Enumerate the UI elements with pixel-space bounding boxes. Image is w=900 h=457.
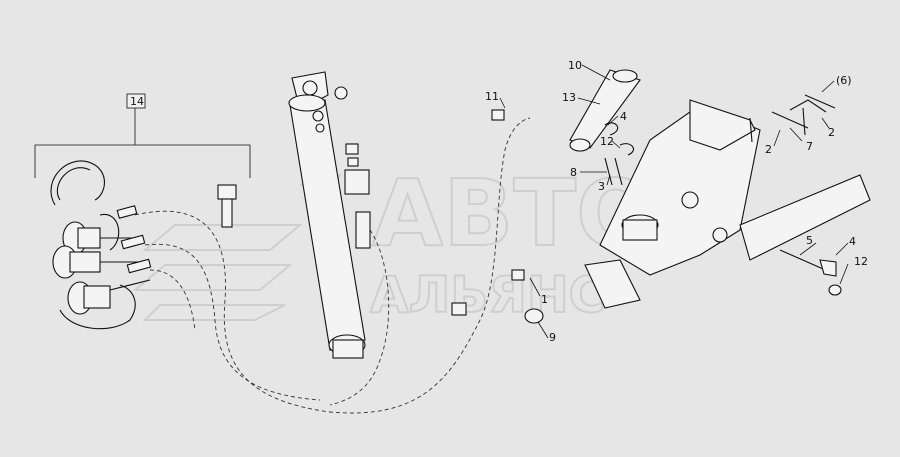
pins-and-clips [451,94,842,324]
group-bracket-14 [34,93,251,178]
callout-5: 5 [806,234,813,247]
quick-couplers [50,160,152,330]
watermark-line2: АЛЬЯНС [370,266,605,324]
callout-3: 3 [598,180,605,193]
callout-7: 7 [806,140,813,153]
valve-stack [312,86,371,249]
hydraulic-cylinder [288,71,366,359]
callout-12b: 12 [854,255,868,268]
hose-dashed-lines [134,117,531,414]
callout-4b: 4 [849,235,856,248]
callout-4a: 4 [620,110,627,123]
callout-labels: 14 10 13 11 4 12 8 3 (6) 2 2 7 5 4 12 1 … [130,59,868,344]
callout-1: 1 [541,293,548,306]
watermark-logo: АВТО АЛЬЯНС [132,159,655,325]
callout-14: 14 [130,95,144,108]
callout-13: 13 [562,91,576,104]
callout-6: (6) [836,74,852,87]
banjo-fitting [217,184,237,228]
callout-2b: 2 [765,143,772,156]
callout-12a: 12 [600,135,614,148]
callout-11: 11 [485,90,499,103]
callout-9: 9 [549,331,556,344]
hitch-frame [584,99,871,309]
small-cylinder [569,69,641,152]
callout-2a: 2 [828,126,835,139]
leader-lines [499,64,849,339]
callout-8: 8 [570,166,577,179]
callout-10: 10 [568,59,582,72]
